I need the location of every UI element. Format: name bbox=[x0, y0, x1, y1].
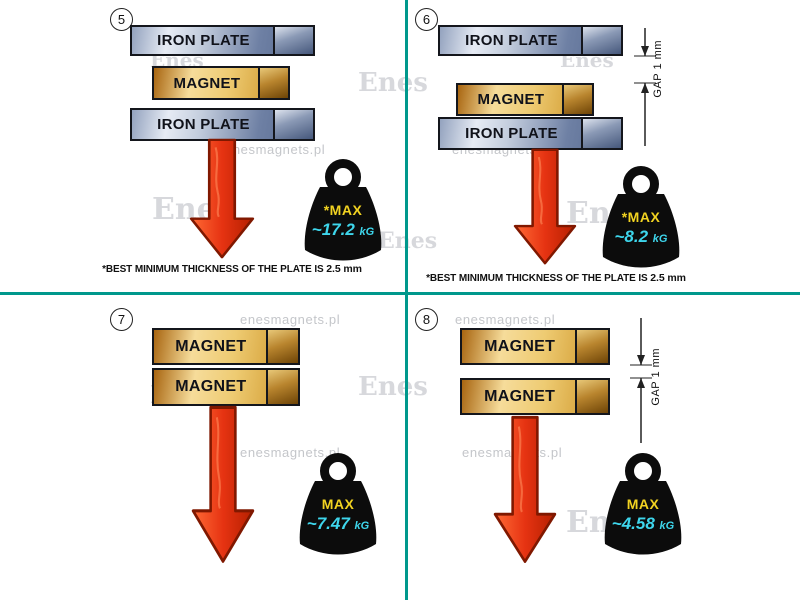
kettlebell-icon bbox=[602, 166, 680, 268]
panel7-number-badge: 7 bbox=[110, 308, 133, 331]
pull-force-arrow bbox=[191, 405, 255, 563]
max-label: *MAX bbox=[621, 209, 661, 225]
iron-plate-bottom: IRON PLATE bbox=[130, 108, 315, 141]
watermark-site: enesmagnets.pl bbox=[225, 142, 326, 157]
pull-force-arrow bbox=[513, 148, 577, 265]
iron-plate-top: IRON PLATE bbox=[130, 25, 315, 56]
pull-force-arrow bbox=[189, 138, 255, 259]
footnote: *BEST MINIMUM THICKNESS OF THE PLATE IS … bbox=[420, 272, 692, 284]
watermark-logo: Enes bbox=[358, 372, 428, 402]
panel8-number-badge: 8 bbox=[415, 308, 438, 331]
watermark-site: enesmagnets.pl bbox=[240, 312, 341, 327]
kettlebell-icon bbox=[304, 159, 382, 261]
weight-kettlebell: MAX ~7.47 kG bbox=[291, 452, 385, 562]
value-number: ~8.2 bbox=[614, 227, 649, 246]
iron-plate-label: IRON PLATE bbox=[465, 125, 558, 142]
magnet-label: MAGNET bbox=[175, 378, 247, 395]
value-unit: kG bbox=[359, 226, 375, 238]
iron-plate-label: IRON PLATE bbox=[157, 116, 250, 133]
magnet-top: MAGNET bbox=[152, 328, 300, 365]
magnet-label: MAGNET bbox=[175, 337, 247, 355]
weight-kettlebell: *MAX ~8.2 kG bbox=[594, 165, 688, 275]
value-number: ~4.58 bbox=[611, 514, 655, 533]
footnote-text: *BEST MINIMUM THICKNESS OF THE PLATE IS bbox=[426, 273, 648, 284]
divider-horizontal bbox=[0, 292, 800, 295]
iron-plate-top: IRON PLATE bbox=[438, 25, 623, 56]
gap-label: GAP 1 mm bbox=[650, 348, 662, 406]
magnet-label: MAGNET bbox=[484, 387, 556, 405]
value-number: ~7.47 bbox=[306, 514, 350, 533]
magnet-bottom: MAGNET bbox=[460, 378, 610, 415]
max-value: ~7.47 kG bbox=[291, 514, 385, 534]
iron-plate-label: IRON PLATE bbox=[465, 32, 558, 49]
value-unit: kG bbox=[652, 233, 668, 245]
max-label: MAX bbox=[321, 496, 355, 512]
max-value: ~4.58 kG bbox=[596, 514, 690, 534]
watermark-logo: Enes bbox=[358, 68, 428, 98]
kettlebell-icon bbox=[299, 453, 377, 555]
gap-dimension-lines bbox=[634, 28, 656, 146]
panel5-number-badge: 5 bbox=[110, 8, 133, 31]
weight-kettlebell: *MAX ~17.2 kG bbox=[296, 158, 390, 268]
footnote: *BEST MINIMUM THICKNESS OF THE PLATE IS … bbox=[98, 263, 366, 275]
value-unit: kG bbox=[354, 520, 370, 532]
gap-dimension-lines bbox=[630, 318, 652, 443]
max-value: ~17.2 kG bbox=[296, 220, 390, 240]
magnet-block: MAGNET bbox=[456, 83, 594, 116]
iron-plate-label: IRON PLATE bbox=[157, 32, 250, 49]
pull-force-arrow bbox=[493, 415, 557, 563]
max-label: MAX bbox=[626, 496, 660, 512]
magnet-label: MAGNET bbox=[477, 91, 545, 108]
gap-label: GAP 1 mm bbox=[652, 40, 664, 98]
weight-kettlebell: MAX ~4.58 kG bbox=[596, 452, 690, 562]
magnet-label: MAGNET bbox=[173, 74, 241, 92]
max-label: *MAX bbox=[323, 202, 363, 218]
panel6-number-badge: 6 bbox=[415, 8, 438, 31]
value-number: ~17.2 bbox=[311, 220, 355, 239]
watermark-site: enesmagnets.pl bbox=[240, 445, 341, 460]
magnet-label: MAGNET bbox=[484, 337, 556, 355]
magnet-bottom: MAGNET bbox=[152, 368, 300, 406]
watermark-site: enesmagnets.pl bbox=[455, 312, 556, 327]
max-value: ~8.2 kG bbox=[594, 227, 688, 247]
divider-vertical bbox=[405, 0, 408, 600]
iron-plate-bottom: IRON PLATE bbox=[438, 117, 623, 150]
magnet-top: MAGNET bbox=[460, 328, 610, 365]
footnote-value: 2.5 mm bbox=[650, 272, 686, 284]
footnote-text: *BEST MINIMUM THICKNESS OF THE PLATE IS bbox=[102, 264, 324, 275]
footnote-value: 2.5 mm bbox=[326, 263, 362, 275]
magnet-block: MAGNET bbox=[152, 66, 290, 100]
value-unit: kG bbox=[659, 520, 675, 532]
kettlebell-icon bbox=[604, 453, 682, 555]
